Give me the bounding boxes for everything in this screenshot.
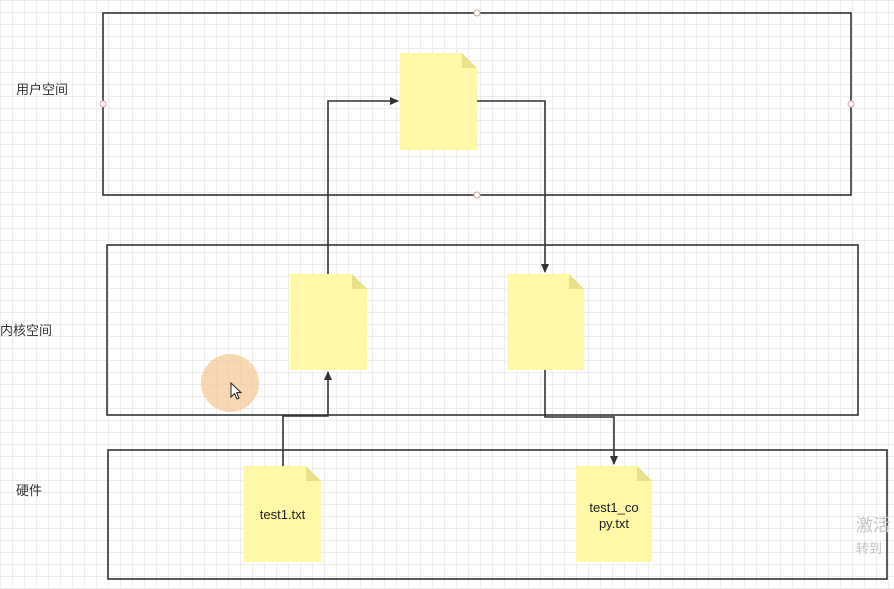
arrow-hardware-to-kernel[interactable] <box>282 371 332 466</box>
hardware-source-file[interactable] <box>244 466 321 562</box>
arrow-kernel-to-user[interactable] <box>327 97 399 274</box>
selection-handle-bottom[interactable] <box>473 191 481 199</box>
watermark-line1: 激活 <box>856 516 890 536</box>
user-space-label: 用户空间 <box>16 83 69 98</box>
hardware-copy-file-label: test1_co py.txt <box>576 500 652 532</box>
kernel-space-box[interactable] <box>106 244 859 416</box>
hardware-box[interactable] <box>107 449 888 580</box>
kernel-read-buffer-file[interactable] <box>290 274 367 370</box>
hardware-label: 硬件 <box>16 484 43 499</box>
hardware-copy-file-label-line1: test1_co <box>589 500 639 515</box>
selection-handle-left[interactable] <box>99 100 107 108</box>
selection-handle-top[interactable] <box>473 9 481 17</box>
kernel-space-label: 内核空间 <box>0 324 53 339</box>
arrow-kernel-to-hardware[interactable] <box>544 370 618 465</box>
pointer-cursor-icon <box>230 382 243 400</box>
kernel-write-buffer-file[interactable] <box>507 274 584 370</box>
user-buffer-file[interactable] <box>400 53 477 150</box>
hardware-copy-file[interactable] <box>576 466 652 562</box>
hardware-copy-file-label-line2: py.txt <box>598 516 630 531</box>
hardware-source-file-label: test1.txt <box>259 507 306 522</box>
arrow-user-to-kernel[interactable] <box>477 100 549 273</box>
watermark-line2: 转到 <box>856 542 883 557</box>
cursor-highlight <box>201 354 259 412</box>
selection-handle-right[interactable] <box>847 100 855 108</box>
